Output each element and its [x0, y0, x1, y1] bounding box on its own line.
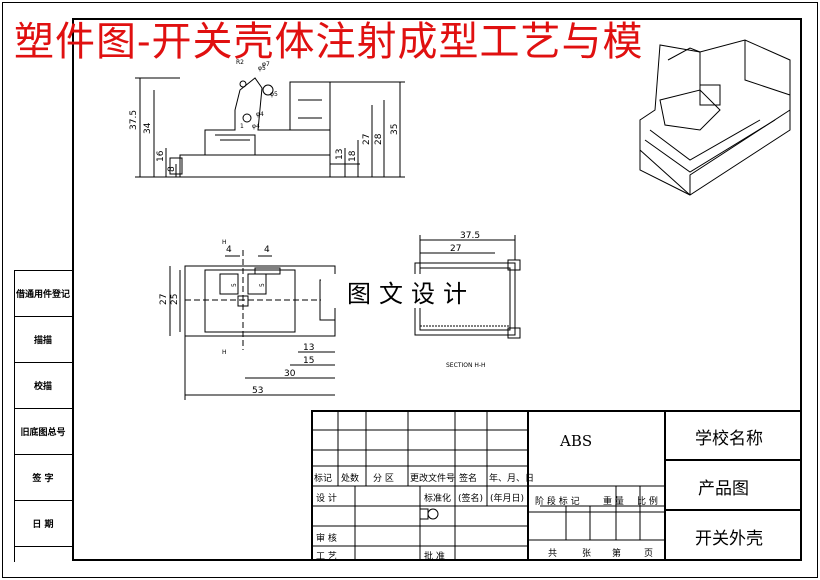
- tb-page-end: 页: [644, 549, 654, 559]
- tb-review: 审 核: [316, 534, 337, 544]
- dim-phi4b: φ4: [252, 123, 260, 130]
- part-name: 开关外壳: [695, 529, 763, 549]
- dim-front-8: 8: [167, 166, 177, 172]
- dim-phi5b: φ5: [270, 91, 278, 98]
- side-label: 描描: [33, 336, 52, 346]
- front-view: [135, 77, 405, 178]
- side-cell-sign: 签 字: [14, 454, 72, 500]
- side-cell-trace: 描描: [14, 316, 72, 362]
- side-left-line: [14, 270, 15, 562]
- dim-r2: R2: [236, 59, 244, 66]
- dim-top-53: 53: [252, 386, 263, 396]
- dim-phi5: φ5: [258, 65, 266, 72]
- side-cell-old-number: 旧底图总号: [14, 408, 72, 454]
- tb-header-sign: 签名: [459, 474, 478, 484]
- drawing-frame: [72, 18, 802, 561]
- section-label: SECTION H-H: [446, 362, 486, 369]
- title-block: [311, 410, 802, 561]
- dim-front-16: 16: [156, 150, 166, 162]
- top-view: [169, 250, 336, 400]
- section-mark-h-bottom: H: [222, 349, 227, 356]
- dim-front-18: 18: [348, 150, 358, 162]
- isometric-view: [639, 39, 791, 196]
- dim-top-15: 15: [303, 356, 314, 366]
- side-cell-register: 借通用件登记: [14, 270, 72, 316]
- watermark-text: 图文设计: [321, 274, 501, 308]
- dim-top-4a: 4: [226, 245, 232, 255]
- dim-top-5a: 5: [231, 283, 238, 287]
- tb-header-count: 处数: [341, 474, 360, 484]
- dim-front-27: 27: [362, 134, 372, 145]
- tb-page: 第: [612, 549, 622, 559]
- tb-scale: 比 例: [637, 497, 658, 507]
- dim-top-27: 27: [159, 294, 169, 305]
- document-banner-title: 塑件图-开关壳体注射成型工艺与模: [14, 19, 644, 65]
- title-block-grid: [311, 410, 802, 561]
- drawing-type: 产品图: [698, 479, 749, 499]
- dim-top-30: 30: [284, 369, 296, 379]
- side-label: 校描: [33, 382, 52, 392]
- dim-top-13: 13: [303, 343, 314, 353]
- material-label: ABS: [560, 432, 593, 450]
- dim-top-25: 25: [170, 294, 180, 305]
- school-name: 学校名称: [695, 429, 763, 449]
- dim-1: 1: [240, 123, 244, 130]
- tb-header-mark: 标记: [314, 474, 333, 484]
- dim-front-35: 35: [390, 124, 400, 135]
- tb-header-date: 年、月、日: [489, 474, 535, 484]
- tb-stage: 阶 段 标 记: [535, 497, 580, 507]
- dim-section-37-5: 37.5: [460, 231, 480, 241]
- dim-phi4: φ4: [256, 111, 264, 118]
- tb-design: 设 计: [316, 494, 337, 504]
- dim-phi7: φ7: [262, 61, 270, 68]
- tb-sheet: 张: [582, 549, 592, 559]
- tb-ymd: (年月日): [490, 494, 525, 504]
- dim-section-27: 27: [450, 244, 461, 254]
- tb-header-zone: 分 区: [373, 474, 394, 484]
- dim-front-37-5: 37.5: [129, 110, 139, 130]
- side-label: 借通用件登记: [15, 290, 70, 300]
- side-label: 旧底图总号: [20, 428, 66, 438]
- dim-front-34: 34: [143, 122, 153, 134]
- side-bottom-line: [14, 546, 72, 547]
- tb-header-file: 更改文件号: [410, 474, 456, 484]
- section-mark-h-top: H: [222, 239, 227, 246]
- tb-approve: 批 准: [424, 552, 445, 562]
- dim-front-28: 28: [374, 133, 384, 145]
- dim-front-13: 13: [335, 149, 345, 160]
- dim-top-4b: 4: [264, 245, 270, 255]
- tb-process: 工 艺: [316, 552, 337, 562]
- tb-signature: (签名): [458, 494, 484, 504]
- dim-top-5b: 5: [259, 283, 266, 287]
- side-cell-check: 校描: [14, 362, 72, 408]
- tb-standardize: 标准化: [424, 494, 452, 504]
- side-label: 签 字: [32, 474, 54, 484]
- tb-weight: 重 量: [603, 497, 624, 507]
- tb-total: 共: [548, 549, 558, 559]
- side-label: 日 期: [32, 520, 54, 530]
- side-cell-date: 日 期: [14, 500, 72, 546]
